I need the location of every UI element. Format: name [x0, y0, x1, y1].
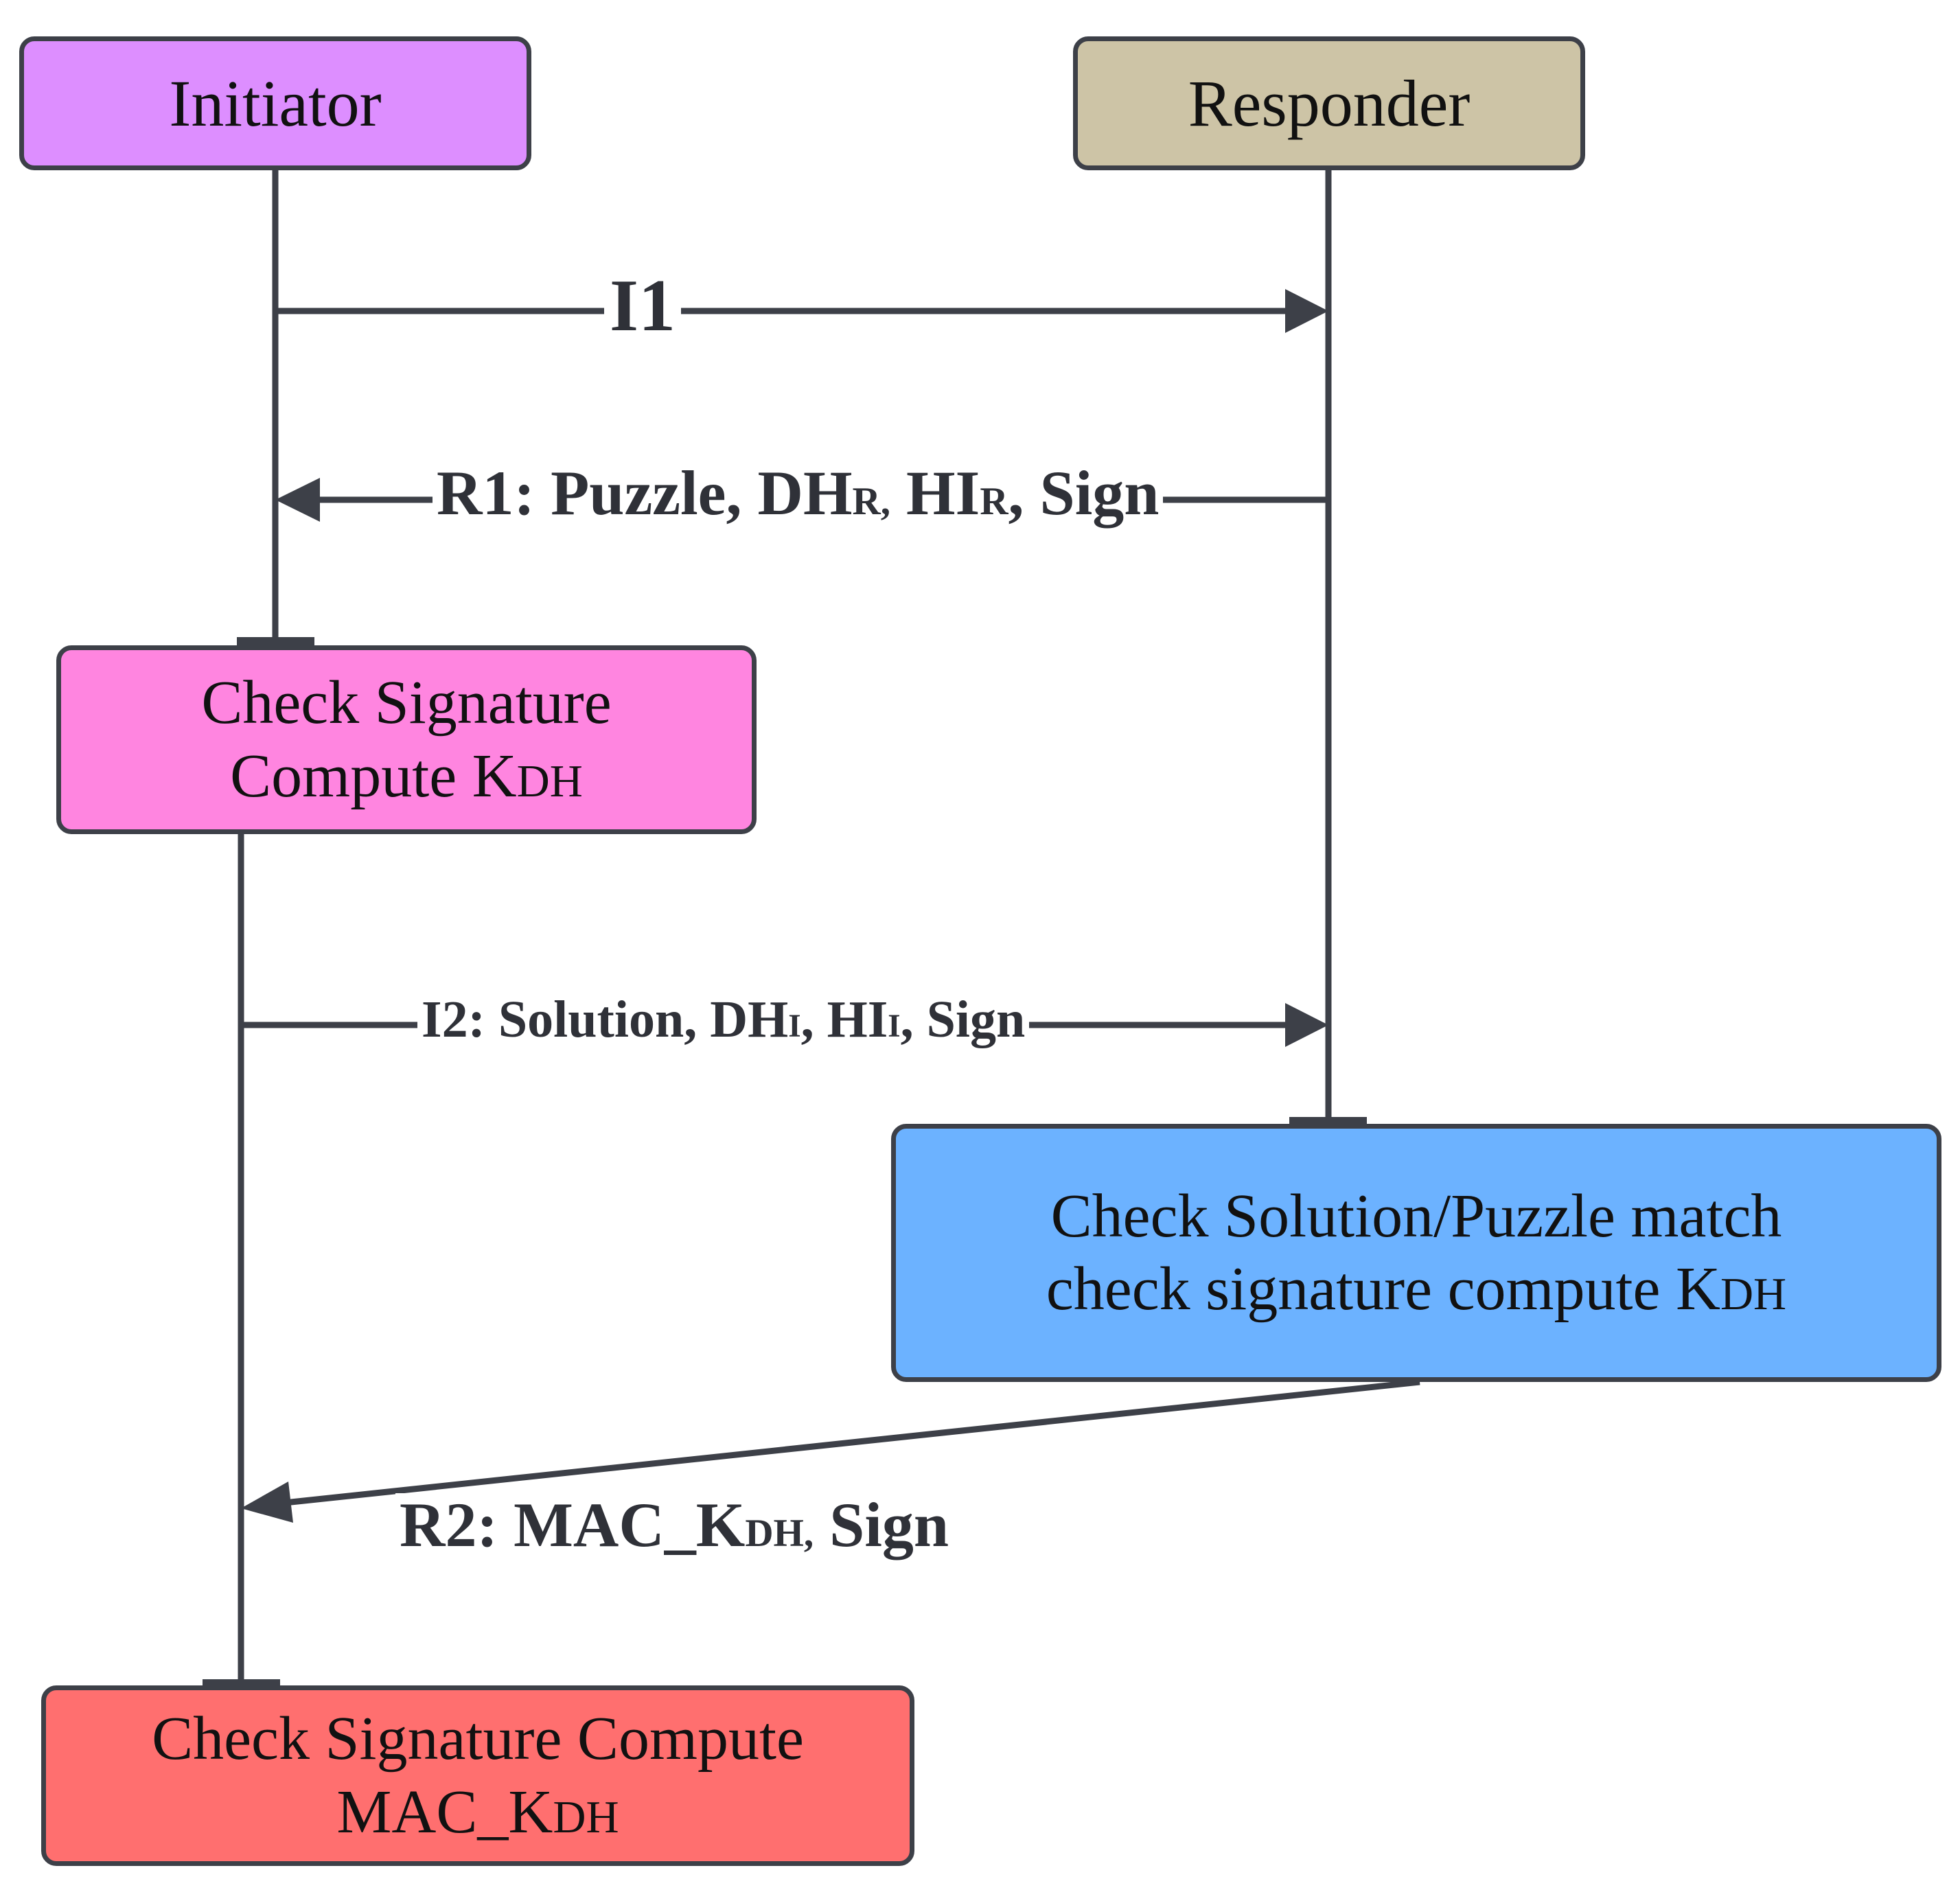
- i2-label-part2: , HI: [800, 991, 888, 1048]
- r1-arrow-head: [275, 478, 320, 522]
- initiator-check-line2-sub: DH: [516, 756, 583, 807]
- responder-check-line2-main: check signature compute K: [1046, 1255, 1720, 1323]
- initiator-label: Initiator: [169, 66, 382, 140]
- r1-label-part3: , Sign: [1008, 458, 1160, 528]
- final-check-line2: MAC_KDH: [336, 1776, 619, 1849]
- final-check-line1: Check Signature Compute: [152, 1705, 804, 1773]
- initiator-activation-cap: [237, 637, 314, 647]
- i2-message-label: I2: Solution, DHi, HIi, Sign: [417, 991, 1030, 1048]
- responder-label: Responder: [1188, 66, 1471, 140]
- initiator-participant-box: Initiator: [19, 36, 531, 170]
- r2-label-part1: R2: MAC_K: [400, 1490, 746, 1560]
- r2-label-part2: Sign: [814, 1490, 949, 1560]
- i2-label-part1: I2: Solution, DH: [422, 991, 789, 1048]
- final-check-line2-sub: DH: [553, 1792, 619, 1843]
- r2-arrow-head: [241, 1482, 293, 1523]
- r2-label-sub1: DH,: [745, 1512, 814, 1555]
- i1-label-text: I1: [610, 265, 676, 347]
- i1-arrow-head: [1285, 289, 1328, 333]
- responder-check-line2: check signature compute KDH: [1046, 1253, 1786, 1326]
- responder-check-line1: Check Solution/Puzzle match: [1050, 1182, 1782, 1250]
- responder-check-box: Check Solution/Puzzle match check signat…: [891, 1124, 1941, 1382]
- r1-label-part1: R1: Puzzle, DH: [437, 458, 853, 528]
- r1-label-part2: HI: [890, 458, 980, 528]
- initiator-check-line2-main: Compute K: [230, 741, 517, 810]
- i1-message-label: I1: [604, 269, 682, 343]
- initiator-check-line1: Check Signature: [201, 669, 612, 737]
- r2-message-label: R2: MAC_KDH, Sign: [395, 1493, 954, 1556]
- r1-label-sub2: R: [980, 480, 1008, 523]
- initiator-check-box: Check Signature Compute KDH: [56, 645, 757, 834]
- i2-arrow-head: [1285, 1003, 1328, 1047]
- r1-label-sub1: R,: [852, 480, 890, 523]
- initiator-check-line2: Compute KDH: [230, 740, 583, 813]
- final-check-box: Check Signature Compute MAC_KDH: [41, 1685, 914, 1866]
- r1-message-label: R1: Puzzle, DHR, HIR, Sign: [433, 458, 1164, 528]
- i2-label-sub1: i: [788, 1009, 801, 1044]
- i2-label-part3: , Sign: [900, 991, 1026, 1048]
- final-check-line2-main: MAC_K: [336, 1777, 553, 1846]
- responder-check-line2-sub: DH: [1720, 1269, 1787, 1319]
- r2-arrow-line: [277, 1379, 1420, 1507]
- i2-label-sub2: i: [888, 1009, 901, 1044]
- responder-participant-box: Responder: [1073, 36, 1585, 170]
